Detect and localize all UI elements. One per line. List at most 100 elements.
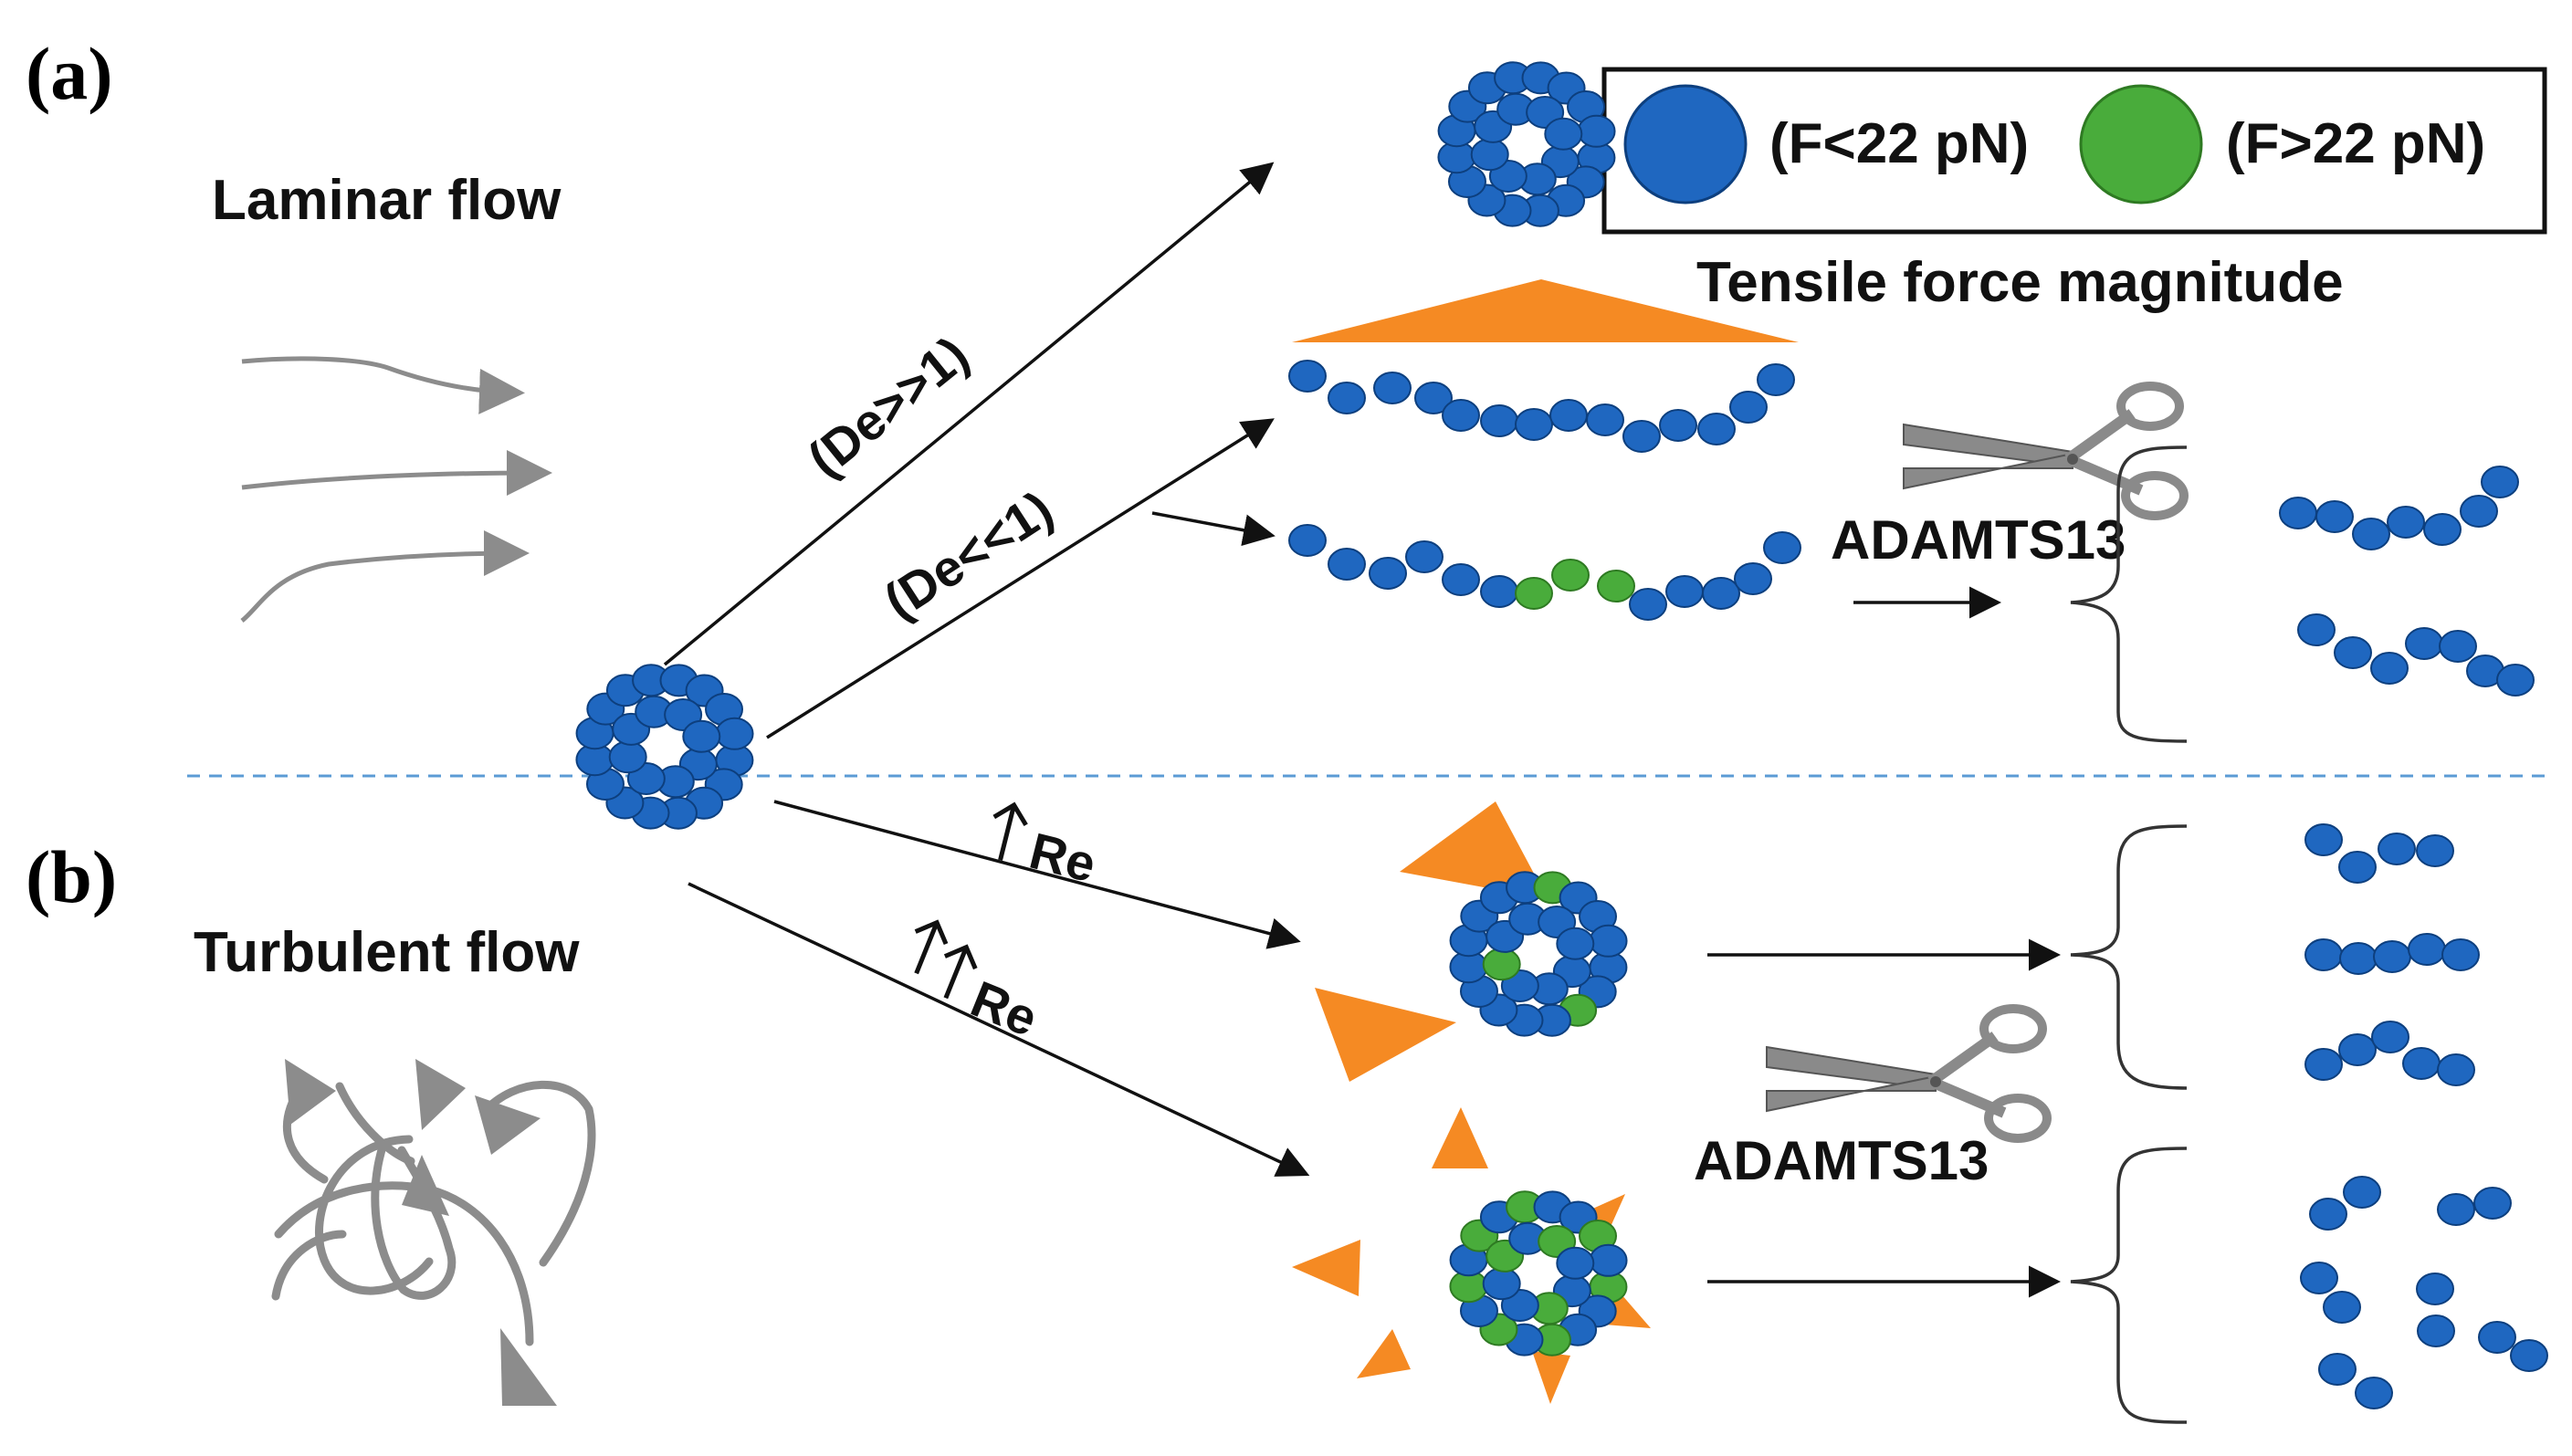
stretched-chain-de-low-monomer xyxy=(1729,391,1768,424)
stretched-chain-de-low-monomer xyxy=(1622,420,1661,453)
tensile-force-label: Tensile force magnitude xyxy=(1696,251,2344,314)
reynolds-up-up-text: Re xyxy=(963,969,1045,1047)
fragment-re-3-monomer xyxy=(2437,1053,2475,1086)
fragment-laminar-2-monomer xyxy=(2370,652,2409,685)
laminar-flow-lines-icon xyxy=(240,356,552,623)
fragment-re-2-monomer xyxy=(2408,933,2446,966)
stretched-chain-cleavable-monomer xyxy=(1665,575,1704,608)
up-arrow-icon xyxy=(914,919,949,975)
stretched-chain-de-low-monomer xyxy=(1586,403,1624,436)
fragment-re-1-monomer xyxy=(2338,851,2377,884)
fragment-laminar-2-monomer xyxy=(2439,630,2477,663)
panel-a-label: (a) xyxy=(26,32,113,115)
compact-globule-de-high-monomer xyxy=(1577,114,1616,148)
stretched-chain-de-low-monomer xyxy=(1442,399,1480,432)
turbulent-flow-title: Turbulent flow xyxy=(194,921,580,984)
stretched-chain-de-low-monomer xyxy=(1414,382,1453,414)
fragment-re-2-monomer xyxy=(2339,942,2378,975)
stretched-chain-cleavable-monomer xyxy=(1288,524,1327,557)
dimer-fragment-monomer xyxy=(2510,1339,2548,1372)
stretched-chain-cleavable-monomer xyxy=(1551,559,1590,592)
fragment-laminar-2-monomer xyxy=(2405,627,2443,660)
stretched-chain-cleavable-monomer xyxy=(1763,531,1801,564)
turbulent-flow-arrows-icon xyxy=(271,1059,596,1406)
partially-stretched-globule-monomer xyxy=(1556,927,1595,960)
stretched-chain-de-low-monomer xyxy=(1515,408,1553,441)
fragment-re-3-monomer xyxy=(2304,1048,2343,1081)
dimer-fragment-monomer xyxy=(2300,1262,2338,1294)
fragment-laminar-1-monomer xyxy=(2460,495,2498,528)
initial-globule-monomer xyxy=(608,740,647,774)
dimer-fragment-monomer xyxy=(2416,1273,2454,1305)
stretched-chain-cleavable-monomer xyxy=(1369,557,1407,590)
stretched-chain-cleavable-monomer xyxy=(1629,588,1667,621)
brace-icons xyxy=(2070,445,2188,1424)
stretched-chain-cleavable-monomer xyxy=(1515,577,1553,610)
fragment-re-1-monomer xyxy=(2378,833,2416,865)
laminar-flow-title: Laminar flow xyxy=(212,169,562,232)
stretched-chain-de-low-monomer xyxy=(1288,360,1327,393)
fragment-re-2-monomer xyxy=(2304,938,2343,971)
scissors-icon xyxy=(1903,382,2189,520)
fragment-laminar-1-monomer xyxy=(2352,518,2390,550)
legend-blue-swatch xyxy=(1623,84,1748,204)
stretched-chain-de-low-monomer xyxy=(1549,399,1588,432)
highly-stretched-globule-monomer xyxy=(1556,1246,1595,1280)
stretched-chain-de-low-monomer xyxy=(1659,409,1697,442)
stretched-chain-cleavable-monomer xyxy=(1328,548,1366,581)
scissors-icon xyxy=(1766,1004,2052,1143)
pathway-arrows xyxy=(663,162,2061,1298)
dimer-fragment-monomer xyxy=(2478,1321,2516,1354)
fragment-laminar-1-monomer xyxy=(2423,513,2462,546)
force-triangles-re xyxy=(1315,801,1548,1082)
stretched-chain-de-low-monomer xyxy=(1697,413,1736,445)
fragment-laminar-2-monomer xyxy=(2496,664,2535,697)
dimer-fragment-monomer xyxy=(2323,1291,2361,1324)
adamts13-label-bottom: ADAMTS13 xyxy=(1694,1130,1989,1191)
dimer-fragment-monomer xyxy=(2473,1187,2512,1220)
dimer-fragment-monomer xyxy=(2343,1176,2381,1209)
partially-stretched-globule-monomer xyxy=(1482,948,1521,981)
stretched-chain-cleavable-monomer xyxy=(1405,540,1443,573)
dimer-fragment-monomer xyxy=(2318,1353,2357,1386)
fragment-laminar-1-monomer xyxy=(2279,497,2317,529)
panel-b-label: (b) xyxy=(26,835,117,918)
fragment-re-1-monomer xyxy=(2304,823,2343,856)
reynolds-up-up-label: Re xyxy=(914,919,1045,1047)
stretched-chain-cleavable-monomer xyxy=(1702,577,1740,610)
highly-stretched-globule-monomer xyxy=(1589,1243,1628,1277)
fragment-re-1-monomer xyxy=(2416,834,2454,867)
stretched-chain-cleavable-monomer xyxy=(1442,563,1480,596)
fragment-re-3-monomer xyxy=(2371,1021,2409,1053)
stretched-chain-cleavable-monomer xyxy=(1480,575,1518,608)
legend-green-swatch xyxy=(2079,84,2203,204)
legend: (F<22 pN) (F>22 pN) xyxy=(1601,67,2547,235)
adamts13-label-top: ADAMTS13 xyxy=(1831,509,2126,571)
fragment-laminar-1-monomer xyxy=(2481,466,2519,498)
fragment-laminar-1-monomer xyxy=(2315,500,2354,533)
stretched-chain-de-low-monomer xyxy=(1480,404,1518,437)
stretched-chain-de-low-monomer xyxy=(1757,363,1795,396)
highly-stretched-globule-monomer xyxy=(1482,1267,1521,1301)
legend-high-force-label: (F>22 pN) xyxy=(2226,112,2485,175)
legend-box xyxy=(1601,67,2547,235)
partially-stretched-globule-monomer xyxy=(1589,924,1628,958)
stretched-chain-cleavable-monomer xyxy=(1734,562,1772,595)
fragment-re-3-monomer xyxy=(2338,1033,2377,1066)
reynolds-up-text: Re xyxy=(1024,822,1102,893)
fragment-laminar-1-monomer xyxy=(2387,506,2425,539)
compact-globule-de-high-monomer xyxy=(1470,138,1509,172)
dimer-fragment-monomer xyxy=(2309,1198,2347,1231)
initial-globule-monomer xyxy=(682,719,721,753)
dimer-fragment-monomer xyxy=(2417,1315,2455,1347)
tensile-force-triangle xyxy=(1292,279,1799,342)
deborah-high-label: (De>>1) xyxy=(797,325,979,487)
reynolds-up-label: Re xyxy=(992,801,1102,893)
fragment-re-3-monomer xyxy=(2402,1047,2441,1080)
up-arrow-icon xyxy=(943,944,978,1000)
fragment-re-2-monomer xyxy=(2441,938,2480,971)
dimer-fragment-monomer xyxy=(2355,1377,2393,1409)
stretched-chain-de-low-monomer xyxy=(1328,382,1366,414)
fragment-laminar-2-monomer xyxy=(2297,613,2336,646)
